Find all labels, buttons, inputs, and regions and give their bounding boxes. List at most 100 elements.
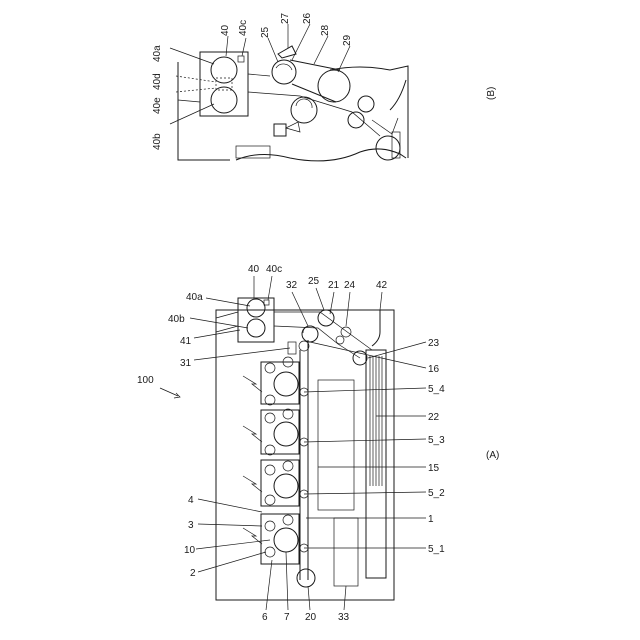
label-40c: 40c <box>266 264 282 275</box>
panel-b: 40b 40e 40d 40a 40 40c 25 27 26 28 29 (B… <box>152 12 497 160</box>
label-b-40c: 40c <box>238 20 249 36</box>
cleaner-block <box>274 124 286 136</box>
belt-roller-29 <box>318 70 350 102</box>
path-dashed-lower <box>176 88 216 92</box>
aux-roller-1 <box>283 515 293 525</box>
cartridge-4 <box>261 362 299 404</box>
label-b-25: 25 <box>260 26 271 38</box>
cleaner-blade-27 <box>278 46 296 58</box>
label-32: 32 <box>286 280 298 291</box>
panel-b-labels: 40b 40e 40d 40a 40 40c 25 27 26 28 29 (B… <box>152 12 497 150</box>
frame-break-bottom <box>236 149 406 161</box>
heating-roller-40a <box>247 299 265 317</box>
label-40: 40 <box>248 264 260 275</box>
duct-block <box>236 146 270 158</box>
label-10: 10 <box>184 545 196 556</box>
label-b-40: 40 <box>220 24 231 36</box>
leader-25 <box>316 288 324 310</box>
leader-40a <box>206 298 250 306</box>
label-5_3: 5_3 <box>428 435 445 446</box>
exposure-beam-3 <box>243 426 262 442</box>
secondary-transfer-roller-25 <box>272 60 296 84</box>
label-b-29: 29 <box>342 34 353 46</box>
guide-plate <box>372 118 398 134</box>
rotation-arrow-reg <box>296 99 312 108</box>
belt-28-lower <box>292 84 336 102</box>
waste-toner-box <box>318 380 354 510</box>
rotation-arrow <box>303 326 315 333</box>
leader-5_3 <box>304 439 426 442</box>
develop-roller-1 <box>265 547 275 557</box>
path-exit-upper <box>216 312 238 318</box>
label-5_1: 5_1 <box>428 544 445 555</box>
label-22: 22 <box>428 412 440 423</box>
manual-feed-guide-42 <box>372 310 380 346</box>
exposure-beam-4 <box>243 376 262 392</box>
figure-number-leader <box>160 388 178 396</box>
frame-break-top <box>330 66 408 158</box>
drum-1 <box>274 528 298 552</box>
label-25: 25 <box>308 276 320 287</box>
path-feed-upper <box>274 312 372 350</box>
charge-roller-1 <box>265 521 275 531</box>
label-41: 41 <box>180 336 192 347</box>
label-b-40d: 40d <box>152 73 163 90</box>
leader-31 <box>194 348 290 360</box>
label-5_4: 5_4 <box>428 384 445 395</box>
pressure-roller-40b-detail <box>211 87 237 113</box>
label-6: 6 <box>262 612 268 623</box>
label-b-27: 27 <box>280 12 291 24</box>
housing-outline <box>216 310 394 600</box>
label-3: 3 <box>188 520 194 531</box>
leader-20 <box>308 586 310 610</box>
label-b-40a: 40a <box>152 45 163 62</box>
label-b-28: 28 <box>320 24 331 36</box>
cartridge-2 <box>261 460 299 506</box>
pressure-roller-40b <box>247 319 265 337</box>
leader-b-26 <box>292 24 310 60</box>
leader-42 <box>380 292 382 310</box>
leader-16 <box>310 342 426 368</box>
leader-5_2 <box>304 492 426 494</box>
leader-b-25 <box>268 38 278 62</box>
develop-roller-2 <box>265 495 275 505</box>
thermistor-40c <box>264 300 269 305</box>
exposure-beam-2 <box>243 476 262 492</box>
charge-roller-3 <box>265 413 275 423</box>
leader-24 <box>346 292 350 326</box>
label-5_2: 5_2 <box>428 488 445 499</box>
leader-b-40b <box>170 104 214 124</box>
label-24: 24 <box>344 280 356 291</box>
toner-bottle-33 <box>334 518 358 586</box>
path-dashed-upper <box>176 76 216 82</box>
heating-roller-40a-detail <box>211 57 237 83</box>
cleaner-tip <box>286 122 300 132</box>
label-40b: 40b <box>168 314 185 325</box>
label-23: 23 <box>428 338 440 349</box>
cartridge-3 <box>261 410 299 454</box>
drum-2 <box>274 474 298 498</box>
aux-roller-2 <box>283 461 293 471</box>
pickup-roller-detail <box>376 136 400 160</box>
label-1: 1 <box>428 514 434 525</box>
leader-10 <box>196 540 270 549</box>
registration-roller-detail <box>291 97 317 123</box>
label-16: 16 <box>428 364 440 375</box>
leader-7 <box>286 552 288 610</box>
label-15: 15 <box>428 463 440 474</box>
charge-roller-2 <box>265 465 275 475</box>
label-4: 4 <box>188 495 194 506</box>
feed-roller-upper <box>358 96 374 112</box>
leader-32 <box>292 292 308 326</box>
leader-b-40a <box>170 48 214 64</box>
frame-left <box>178 62 230 160</box>
leader-41 <box>194 330 240 338</box>
label-b-26: 26 <box>302 12 313 24</box>
leader-b-28 <box>314 36 328 64</box>
leader-b-40 <box>226 36 228 56</box>
label-7: 7 <box>284 612 290 623</box>
drum-4 <box>274 372 298 396</box>
panel-b-caption: (B) <box>486 87 497 100</box>
leader-40c <box>268 276 272 300</box>
